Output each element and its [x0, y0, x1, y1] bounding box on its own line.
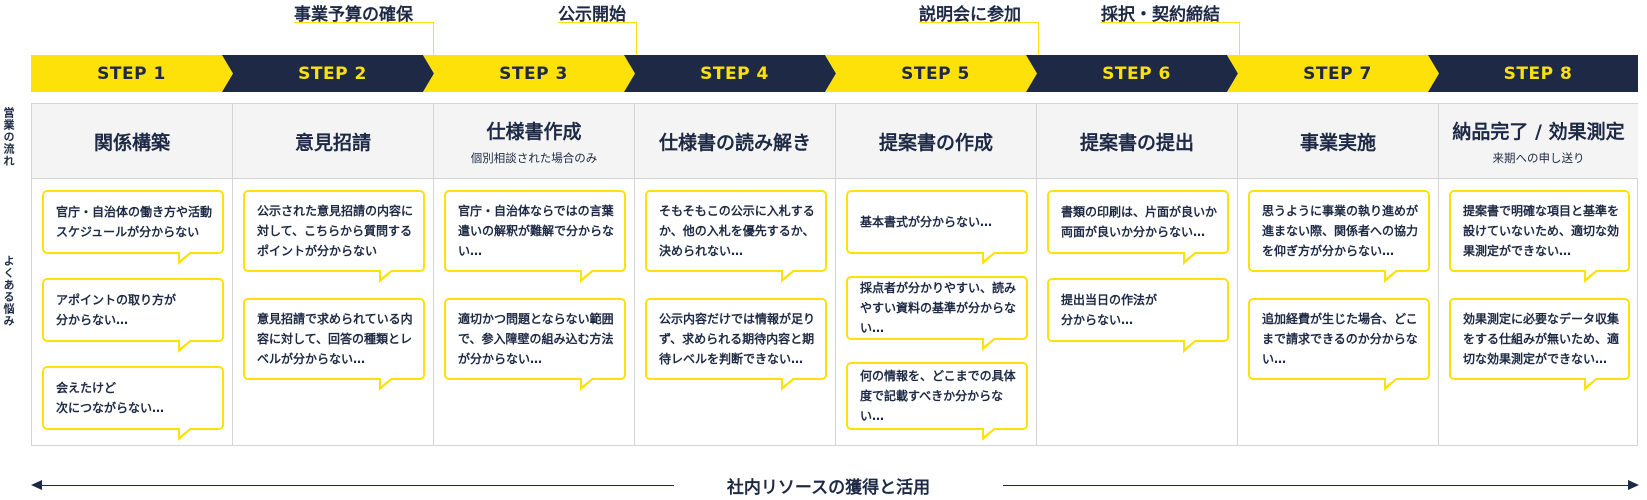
column-title: 意見招請: [294, 131, 371, 154]
step-8-shape: [1428, 55, 1638, 92]
column-header: 納品完了 / 効果測定 来期への申し送り: [1439, 104, 1638, 179]
concern-bubble: 採点者が分かりやすい、読みやすい資料の基準が分からない…: [846, 276, 1028, 351]
footer-line-right: [1003, 485, 1630, 486]
concern-bubble: 何の情報を、どこまでの具体度で記載すべきか分からない…: [846, 362, 1028, 441]
milestone-connector: [294, 22, 434, 55]
concern-bubble: 基本書式が分からない…: [846, 190, 1028, 265]
column-delivery: 納品完了 / 効果測定 来期への申し送り 提案書で明確な項目と基準を設けていない…: [1439, 104, 1638, 445]
concern-bubble: 官庁・自治体ならではの言葉遣いの解釈が難解で分からない…: [444, 190, 626, 283]
step-1-shape: [31, 55, 233, 92]
step-1-label: STEP 1: [97, 63, 166, 84]
step-3-label: STEP 3: [499, 63, 568, 84]
column-title: 納品完了 / 効果測定: [1452, 120, 1625, 143]
column-proposal-creation: 提案書の作成 基本書式が分からない… 採点者が分かりやすい、読みやすい資料の基準…: [836, 104, 1037, 445]
arrow-left-icon: [31, 480, 42, 490]
milestone-label: 採択・契約締結: [1101, 5, 1220, 25]
flow-grid: 関係構築 官庁・自治体の働き方や活動スケジュールが分からない アポイントの取り方…: [31, 103, 1638, 446]
concern-bubble: 官庁・自治体の働き方や活動スケジュールが分からない: [42, 190, 224, 265]
column-spec-creation: 仕様書作成 個別相談された場合のみ 官庁・自治体ならではの言葉遣いの解釈が難解で…: [434, 104, 635, 445]
footer-line-left: [40, 485, 674, 486]
step-7-label: STEP 7: [1303, 63, 1372, 84]
concern-bubble: 効果測定に必要なデータ収集をする仕組みが無いため、適切な効果測定ができない…: [1449, 298, 1630, 391]
arrow-right-icon: [1628, 480, 1639, 490]
step-labels: STEP 1 STEP 2 STEP 3 STEP 4 STEP 5 STEP …: [31, 55, 1638, 92]
column-subtitle: 来期への申し送り: [1492, 150, 1585, 165]
concern-bubble: 提案書で明確な項目と基準を設けていないため、適切な効果測定ができない…: [1449, 190, 1630, 283]
milestone-label: 説明会に参加: [919, 5, 1021, 25]
milestone-connector: [919, 22, 1039, 55]
column-implementation: 事業実施 思うように事業の執り進めが進まない際、関係者への協力を仰ぎ方が分からな…: [1238, 104, 1439, 445]
step-7-shape: [1227, 55, 1439, 92]
column-header: 関係構築: [32, 104, 232, 179]
concern-bubble: 思うように事業の執り進めが進まない際、関係者への協力を仰ぎ方が分からない…: [1248, 190, 1430, 283]
footer-label: 社内リソースの獲得と活用: [726, 478, 931, 498]
step-2-label: STEP 2: [298, 63, 367, 84]
step-6-label: STEP 6: [1102, 63, 1171, 84]
column-opinion: 意見招請 公示された意見招請の内容に対して、こちらから質問するポイントが分からな…: [233, 104, 434, 445]
concern-bubble: 公示された意見招請の内容に対して、こちらから質問するポイントが分からない: [243, 190, 425, 283]
concern-bubble: そもそもこの公示に入札するか、他の入札を優先するか、決められない…: [645, 190, 827, 283]
column-subtitle: 個別相談された場合のみ: [470, 150, 598, 165]
column-title: 関係構築: [93, 131, 170, 154]
step-4-label: STEP 4: [700, 63, 769, 84]
column-header: 事業実施: [1238, 104, 1438, 179]
side-label-concerns: よくある悩み: [2, 255, 15, 327]
milestone-connector: [1101, 22, 1240, 55]
side-label-flow: 営業の流れ: [2, 107, 15, 167]
step-bar: [31, 55, 1638, 92]
column-header: 仕様書作成 個別相談された場合のみ: [434, 104, 634, 179]
column-title: 提案書の作成: [878, 131, 993, 154]
column-header: 提案書の提出: [1037, 104, 1237, 179]
step-3-shape: [423, 55, 635, 92]
step-8-label: STEP 8: [1503, 63, 1573, 84]
concern-bubble: 適切かつ問題とならない範囲で、参入障壁の組み込む方法が分からない…: [444, 298, 626, 391]
concern-bubble: アポイントの取り方が 分からない…: [42, 278, 224, 353]
column-title: 提案書の提出: [1079, 131, 1194, 154]
milestone-connector: [558, 22, 637, 55]
step-5-label: STEP 5: [901, 63, 970, 84]
concern-bubble: 追加経費が生じた場合、どこまで請求できるのか分からない…: [1248, 298, 1430, 391]
step-4-shape: [624, 55, 836, 92]
step-2-shape: [222, 55, 434, 92]
concern-bubble: 意見招請で求められている内容に対して、回答の種類とレベルが分からない…: [243, 298, 425, 391]
concern-bubble: 提出当日の作法が 分からない…: [1047, 278, 1229, 353]
milestone-label: 事業予算の確保: [294, 5, 413, 25]
column-title: 仕様書の読み解き: [658, 131, 811, 154]
column-title: 事業実施: [1299, 131, 1376, 154]
column-relationship: 関係構築 官庁・自治体の働き方や活動スケジュールが分からない アポイントの取り方…: [32, 104, 233, 445]
column-spec-reading: 仕様書の読み解き そもそもこの公示に入札するか、他の入札を優先するか、決められな…: [635, 104, 836, 445]
step-5-shape: [825, 55, 1037, 92]
column-header: 提案書の作成: [836, 104, 1036, 179]
column-header: 仕様書の読み解き: [635, 104, 835, 179]
milestone-label: 公示開始: [558, 5, 626, 25]
column-header: 意見招請: [233, 104, 433, 179]
column-proposal-submission: 提案書の提出 書類の印刷は、片面が良いか両面が良いか分からない… 提出当日の作法…: [1037, 104, 1238, 445]
concern-bubble: 書類の印刷は、片面が良いか両面が良いか分からない…: [1047, 190, 1229, 265]
step-6-shape: [1026, 55, 1238, 92]
concern-bubble: 会えたけど 次につながらない…: [42, 366, 224, 441]
column-title: 仕様書作成: [486, 120, 582, 143]
concern-bubble: 公示内容だけでは情報が足りず、求められる期待内容と期待レベルを判断できない…: [645, 298, 827, 391]
